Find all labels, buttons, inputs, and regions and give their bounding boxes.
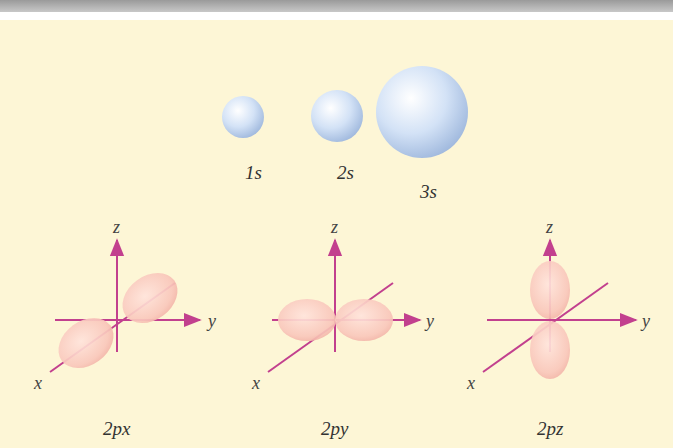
p-lobe (113, 263, 187, 334)
orbital-label: 2s (337, 163, 354, 182)
orbital-label: 2pz (537, 419, 563, 438)
axis-label: y (426, 312, 434, 330)
top-bar (0, 0, 673, 12)
orbital-label: 2py (321, 419, 348, 438)
p-lobe (335, 299, 393, 341)
p-lobe (530, 321, 570, 379)
axis-label: y (208, 312, 216, 330)
p-lobe (530, 261, 570, 319)
orbital-label: 1s (245, 163, 262, 182)
axis-label: z (113, 218, 120, 236)
orbital-1s (222, 96, 264, 138)
orbital-label: 3s (420, 182, 437, 201)
p-lobe (278, 299, 336, 341)
axis-label: z (331, 218, 338, 236)
axis-label: x (34, 374, 42, 392)
orbital-label: 2px (103, 419, 130, 438)
axes (268, 240, 420, 372)
axis-label: x (252, 374, 260, 392)
p-lobe (49, 308, 123, 379)
axis-label: y (642, 312, 650, 330)
axis-label: x (467, 374, 475, 392)
orbital-2s (311, 90, 363, 142)
axis-label: z (546, 218, 553, 236)
orbital-3s (376, 66, 468, 158)
